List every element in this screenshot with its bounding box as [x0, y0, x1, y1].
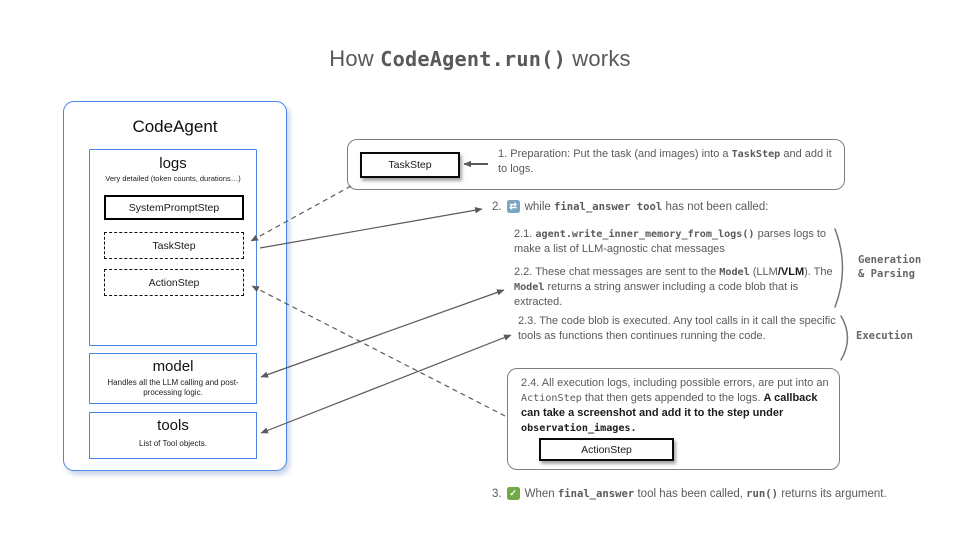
taskstep-log-chip: TaskStep — [104, 232, 244, 259]
step21-text: 2.1. agent.write_inner_memory_from_logs(… — [514, 228, 827, 255]
step3-line: 3. ✓ When final_answer tool has been cal… — [492, 487, 887, 500]
check-icon: ✓ — [506, 487, 520, 500]
step24-box: 2.4. All execution logs, including possi… — [507, 368, 840, 470]
execution-label: Execution — [856, 330, 913, 342]
step2-text: while final_answer tool has not been cal… — [524, 200, 769, 213]
step3-number: 3. — [492, 487, 502, 500]
generation-parsing-label: Generation & Parsing — [858, 254, 922, 281]
step21-22-group: 2.1. agent.write_inner_memory_from_logs(… — [514, 227, 838, 310]
step1-text: 1. Preparation: Put the task (and images… — [498, 148, 832, 175]
actionstep-log-chip: ActionStep — [104, 269, 244, 296]
logs-subtitle: Very detailed (token counts, durations…) — [105, 174, 241, 183]
arrow-step24-to-actionstep — [251, 285, 506, 417]
tools-subtitle: List of Tool objects. — [139, 439, 207, 448]
step24-text: 2.4. All execution logs, including possi… — [521, 377, 829, 434]
systemprompt-step-chip: SystemPromptStep — [104, 195, 244, 220]
logs-box: logs Very detailed (token counts, durati… — [89, 149, 257, 346]
step22-text: 2.2. These chat messages are sent to the… — [514, 265, 833, 308]
model-subtitle: Handles all the LLM calling and post-pro… — [107, 378, 239, 398]
arrow-model-step22 — [260, 289, 505, 378]
step2-number: 2. — [492, 200, 502, 213]
loop-icon: ⇄ — [506, 200, 520, 213]
step2-line: 2. ⇄ while final_answer tool has not bee… — [492, 200, 768, 213]
actionstep-chip: ActionStep — [539, 438, 674, 461]
taskstep-chip: TaskStep — [360, 152, 460, 178]
model-box: model Handles all the LLM calling and po… — [89, 353, 257, 404]
codeagent-panel-title: CodeAgent — [132, 117, 218, 136]
tools-box: tools List of Tool objects. — [89, 412, 257, 459]
page-title: How CodeAgent.run() works — [329, 46, 631, 71]
arrow-taskstep-to-step2 — [259, 207, 483, 249]
logs-title: logs — [159, 155, 187, 172]
arrow-tools-step23 — [260, 334, 512, 434]
step3-text: When final_answer tool has been called, … — [524, 487, 887, 500]
model-title: model — [152, 358, 194, 375]
tools-title: tools — [157, 417, 189, 434]
step23-text: 2.3. The code blob is executed. Any tool… — [518, 315, 836, 342]
step1-box: TaskStep 1. Preparation: Put the task (a… — [347, 139, 845, 190]
codeagent-panel: CodeAgent logs Very detailed (token coun… — [63, 101, 287, 471]
